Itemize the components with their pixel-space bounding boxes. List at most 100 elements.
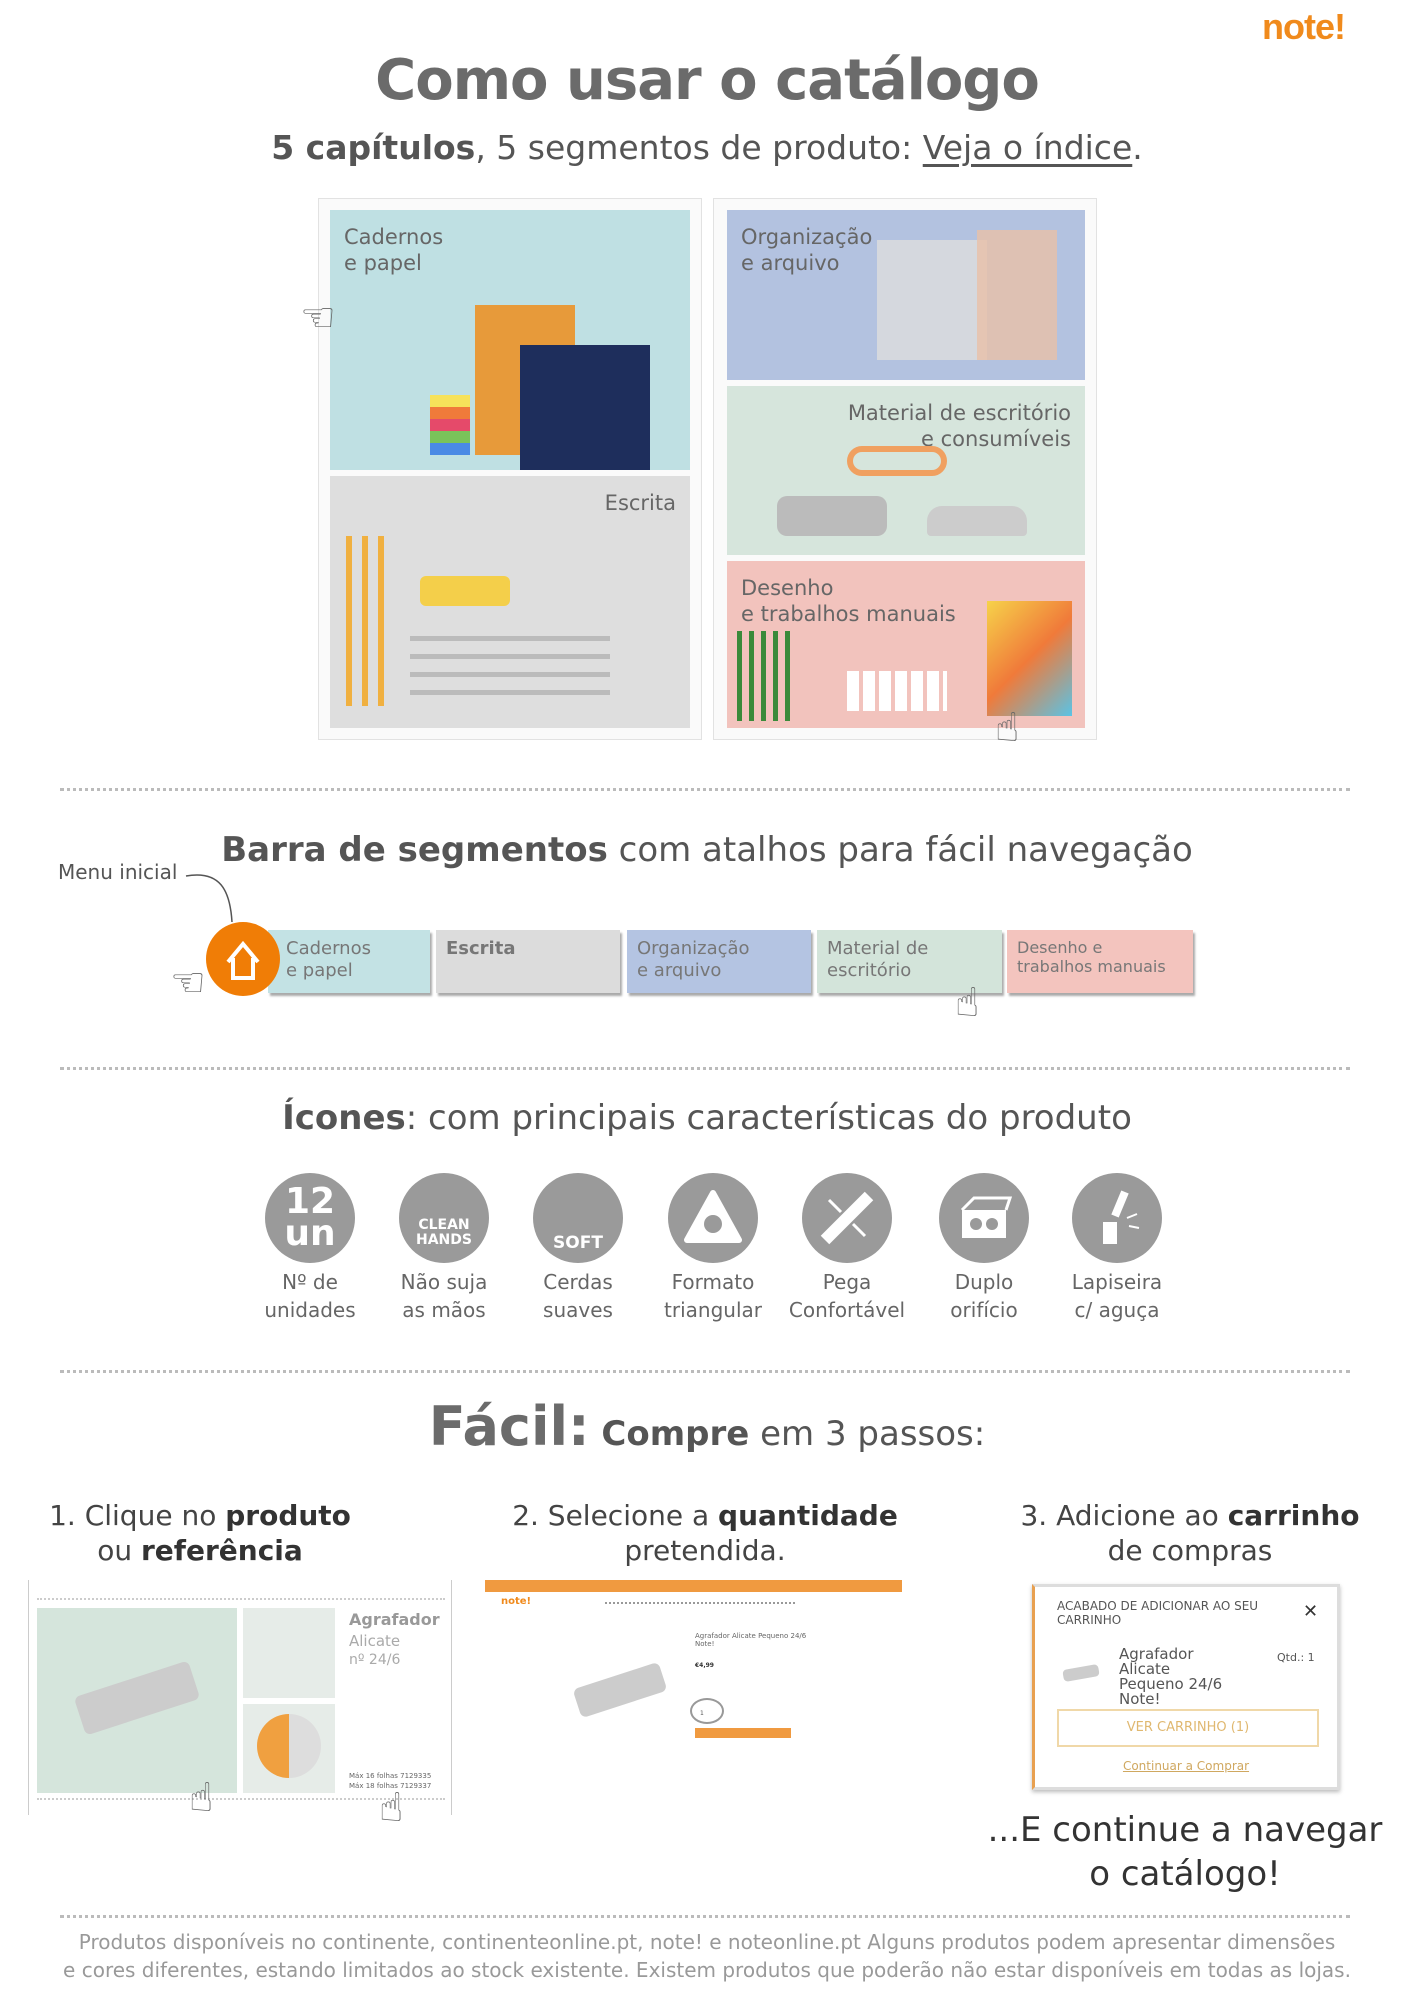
segment-desenho[interactable]: Desenho e trabalhos manuais <box>1007 930 1193 993</box>
pointing-hand-icon: ☝ <box>995 705 1020 751</box>
chapter-label: Organização e arquivo <box>741 225 873 276</box>
soft-brush-icon: SOFT <box>533 1173 623 1263</box>
sticky-notes-image <box>430 395 470 455</box>
paint-tubes-image <box>847 671 947 711</box>
pointing-hand-icon: ☜ <box>300 295 336 341</box>
divider <box>60 788 1350 791</box>
home-icon <box>226 940 260 980</box>
product-package-photo <box>243 1704 335 1793</box>
heading-bold: Compre <box>589 1414 750 1454</box>
website-top-bar <box>485 1580 902 1592</box>
chapter-organizacao[interactable]: Organização e arquivo <box>727 210 1085 380</box>
index-link[interactable]: Veja o índice <box>922 128 1133 167</box>
dotted-rule <box>37 1798 445 1800</box>
mechanical-pencil-shape <box>1103 1190 1140 1244</box>
segment-organizacao[interactable]: Organização e arquivo <box>627 930 811 993</box>
magazine-file-image <box>977 230 1057 360</box>
step-text: ou <box>97 1534 141 1567</box>
comfort-grip-icon <box>802 1173 892 1263</box>
heading-bold: Barra de segmentos <box>221 830 608 870</box>
note-logo: note! <box>1262 6 1346 47</box>
product-ref: nº 24/6 <box>349 1652 401 1668</box>
chapter-cadernos[interactable]: Cadernos e papel <box>330 210 690 470</box>
step-text: 2. Selecione a <box>512 1499 719 1532</box>
product-name[interactable]: Agrafador <box>349 1610 440 1629</box>
pointing-hand-icon: ☝ <box>189 1775 214 1821</box>
cart-item-name: Agrafador Alicate Pequeno 24/6 Note! <box>1119 1645 1223 1708</box>
continue-browsing-text: ...E continue a navegar o catálogo! <box>987 1810 1383 1895</box>
heading-big: Fácil: <box>428 1395 590 1458</box>
home-button[interactable] <box>206 922 280 996</box>
triangle-shape <box>684 1190 742 1243</box>
page-subtitle: 5 capítulos, 5 segmentos de produto: Vej… <box>0 128 1414 167</box>
divider <box>60 1370 1350 1373</box>
product-sub: Alicate <box>349 1632 401 1650</box>
footer-disclaimer: Produtos disponíveis no continente, cont… <box>63 1930 1351 1983</box>
pointing-hand-icon: ☝ <box>955 980 980 1026</box>
sharpener-shape <box>960 1196 1013 1238</box>
notebook-image <box>520 345 650 470</box>
steps-heading: Fácil: Compre em 3 passos: <box>0 1395 1414 1458</box>
chapter-escrita[interactable]: Escrita <box>330 476 690 728</box>
units-icon: 12 un <box>265 1173 355 1263</box>
binder-image <box>877 240 987 360</box>
website-product-page: note! Agrafador Alicate Pequeno 24/6 Not… <box>485 1580 902 1790</box>
chapter-label: Cadernos e papel <box>344 225 444 276</box>
pencils-image <box>346 536 386 706</box>
product-reference-1[interactable]: Máx 16 folhas 7129335 <box>349 1772 432 1780</box>
icon-label: Lapiseira c/ aguça <box>1071 1270 1163 1322</box>
website-price: €4,99 <box>695 1662 714 1669</box>
pencil-sharpener-icon <box>1072 1173 1162 1263</box>
cart-popup-header: ACABADO DE ADICIONAR AO SEU CARRINHO <box>1057 1599 1259 1627</box>
step-bold: produto <box>225 1499 351 1532</box>
chapter-label: Material de escritório e consumíveis <box>847 401 1071 452</box>
heading-text: : com principais características do prod… <box>405 1098 1132 1138</box>
website-nav <box>605 1602 795 1605</box>
page-title: Como usar o catálogo <box>375 48 1040 113</box>
product-reference-2[interactable]: Máx 18 folhas 7129337 <box>349 1782 432 1790</box>
heading-bold: Ícones <box>282 1098 406 1138</box>
step-text: de compras <box>1107 1534 1273 1567</box>
menu-inicial-label: Menu inicial <box>58 860 178 884</box>
pointing-hand-icon: ☜ <box>170 960 206 1006</box>
chapter-desenho[interactable]: Desenho e trabalhos manuais <box>727 561 1085 728</box>
quantity-input[interactable]: 1 <box>690 1698 724 1724</box>
segments-heading: Barra de segmentos com atalhos para fáci… <box>0 830 1414 870</box>
heading-text: com atalhos para fácil navegação <box>607 830 1193 870</box>
step-text: 1. Clique no <box>49 1499 226 1532</box>
colored-pencils-image <box>737 631 797 721</box>
pointing-hand-icon: ☝ <box>379 1785 404 1831</box>
icon-label: Não suja as mãos <box>400 1270 488 1322</box>
subtitle-bold: 5 capítulos <box>271 128 476 167</box>
icon-label: Formato triangular <box>664 1270 762 1322</box>
cart-item-qty: Qtd.: 1 <box>1277 1651 1315 1664</box>
segment-escrita[interactable]: Escrita <box>436 930 620 993</box>
package-image <box>257 1714 321 1778</box>
catalog-product-snippet[interactable]: Agrafador Alicate nº 24/6 Máx 16 folhas … <box>28 1580 452 1831</box>
chapter-label: Desenho e trabalhos manuais <box>741 576 956 627</box>
subtitle-text: , 5 segmentos de produto: <box>475 128 923 167</box>
icon-label: Cerdas suaves <box>543 1270 613 1322</box>
add-to-cart-button[interactable] <box>695 1728 791 1738</box>
segment-cadernos[interactable]: Cadernos e papel <box>268 930 430 993</box>
step-bold: quantidade <box>718 1499 898 1532</box>
triangle-icon <box>668 1173 758 1263</box>
stapler-image <box>572 1661 668 1719</box>
pens-image <box>410 636 610 696</box>
divider <box>60 1915 1350 1918</box>
segment-material[interactable]: Material de escritório <box>817 930 1002 993</box>
chapter-material-escritorio[interactable]: Material de escritório e consumíveis <box>727 386 1085 555</box>
stapler-image <box>927 506 1027 536</box>
step-text: pretendida. <box>624 1534 786 1567</box>
icons-heading: Ícones: com principais características d… <box>0 1098 1414 1138</box>
view-cart-button[interactable]: VER CARRINHO (1) <box>1057 1709 1319 1747</box>
step-bold: referência <box>140 1534 303 1567</box>
subtitle-end: . <box>1132 128 1143 167</box>
cart-popup: ACABADO DE ADICIONAR AO SEU CARRINHO ✕ A… <box>1032 1584 1340 1790</box>
cart-item-thumbnail <box>1062 1663 1100 1683</box>
continue-shopping-link[interactable]: Continuar a Comprar <box>1122 1759 1250 1773</box>
product-photo[interactable] <box>37 1608 237 1793</box>
close-icon[interactable]: ✕ <box>1303 1601 1319 1622</box>
